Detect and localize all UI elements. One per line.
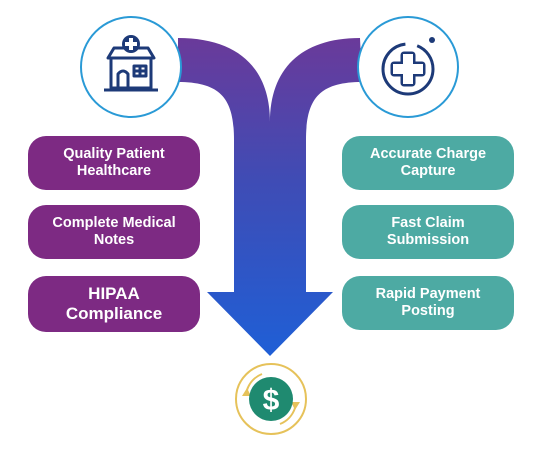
pill-label: Quality Patient Healthcare xyxy=(63,145,165,179)
arrow-shape xyxy=(178,38,362,356)
medical-cross-icon-badge xyxy=(355,14,461,125)
medical-cross-icon xyxy=(357,16,459,118)
pill-label: Complete Medical Notes xyxy=(52,214,176,248)
pill-label: Rapid Payment Posting xyxy=(375,285,481,319)
hospital-icon-badge xyxy=(78,14,184,125)
hospital-icon xyxy=(80,16,182,118)
right-pill-fast-claim-submission: Fast Claim Submission xyxy=(342,205,514,259)
left-pill-hipaa-compliance: HIPAA Compliance xyxy=(28,276,200,332)
pill-label: Fast Claim Submission xyxy=(386,214,470,248)
left-pill-complete-medical-notes: Complete Medical Notes xyxy=(28,205,200,259)
right-pill-rapid-payment-posting: Rapid Payment Posting xyxy=(342,276,514,330)
dollar-cycle-icon: $ xyxy=(235,363,307,435)
right-pill-accurate-charge-capture: Accurate Charge Capture xyxy=(342,136,514,190)
left-pill-quality-patient-healthcare: Quality Patient Healthcare xyxy=(28,136,200,190)
pill-label: HIPAA Compliance xyxy=(65,283,163,323)
dollar-icon-badge: $ xyxy=(234,362,308,441)
svg-text:$: $ xyxy=(263,384,280,417)
pill-label: Accurate Charge Capture xyxy=(369,145,487,179)
